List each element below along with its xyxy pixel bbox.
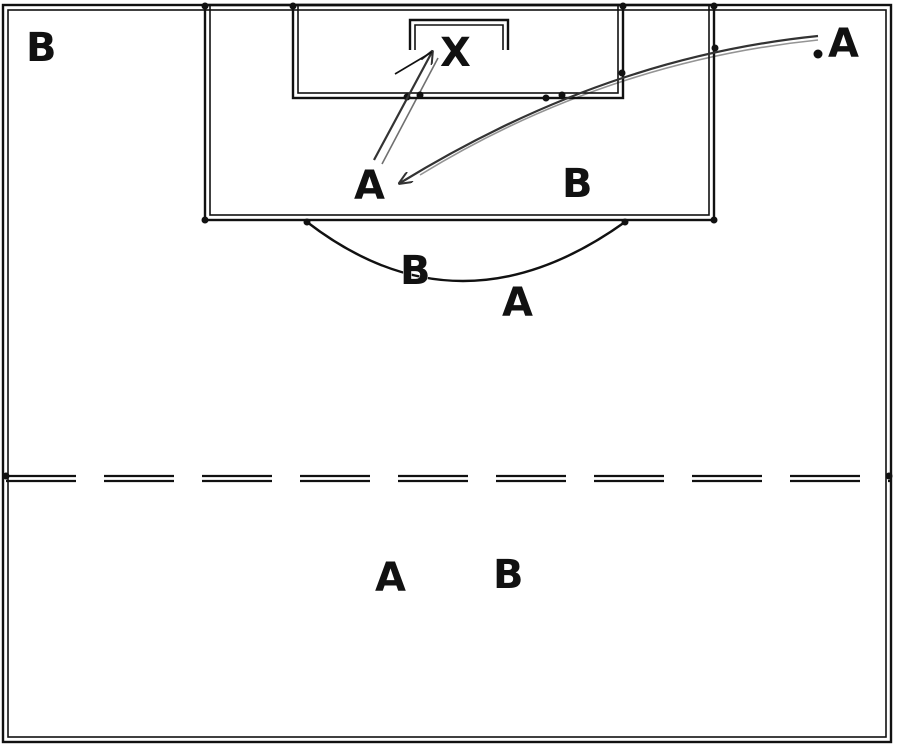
cross-arrow	[400, 34, 819, 183]
label-a-in-box: A	[354, 163, 385, 209]
goal	[408, 18, 510, 50]
field-boundary-inner	[7, 9, 887, 738]
label-b-in-box: B	[562, 161, 593, 207]
marker-dot	[2, 472, 10, 480]
marker-dot	[885, 472, 893, 480]
label-b-arc: B	[400, 248, 431, 294]
marker-dot	[711, 44, 719, 52]
label-a-top-right: A	[828, 21, 859, 67]
marker-dot	[201, 216, 209, 224]
marker-dot	[201, 2, 209, 10]
cross-arrow-shadow	[419, 39, 819, 176]
marker-dot	[618, 69, 626, 77]
shot-deflect	[394, 51, 433, 75]
marker-dot	[710, 2, 718, 10]
marker-dot	[542, 94, 550, 102]
label-a-arc: A	[502, 280, 533, 326]
marker-dot	[619, 2, 627, 10]
label-b-top-left: B	[26, 25, 57, 71]
label-a-lower: A	[375, 555, 406, 601]
marker-dot	[558, 91, 566, 99]
marker-dot	[289, 2, 297, 10]
shot-arrow	[373, 52, 432, 161]
marker-dot	[710, 216, 718, 224]
goal-inner	[414, 24, 504, 50]
label-x-goal: X	[440, 30, 471, 76]
field-boundary-outer	[1, 3, 893, 744]
marker-dot	[303, 218, 311, 226]
shot-arrow-shadow	[381, 57, 439, 165]
goal-area-inner	[297, 4, 619, 94]
label-b-lower: B	[493, 552, 524, 598]
penalty-arc	[306, 221, 626, 283]
ball-dot	[813, 49, 823, 59]
marker-dot	[621, 218, 629, 226]
